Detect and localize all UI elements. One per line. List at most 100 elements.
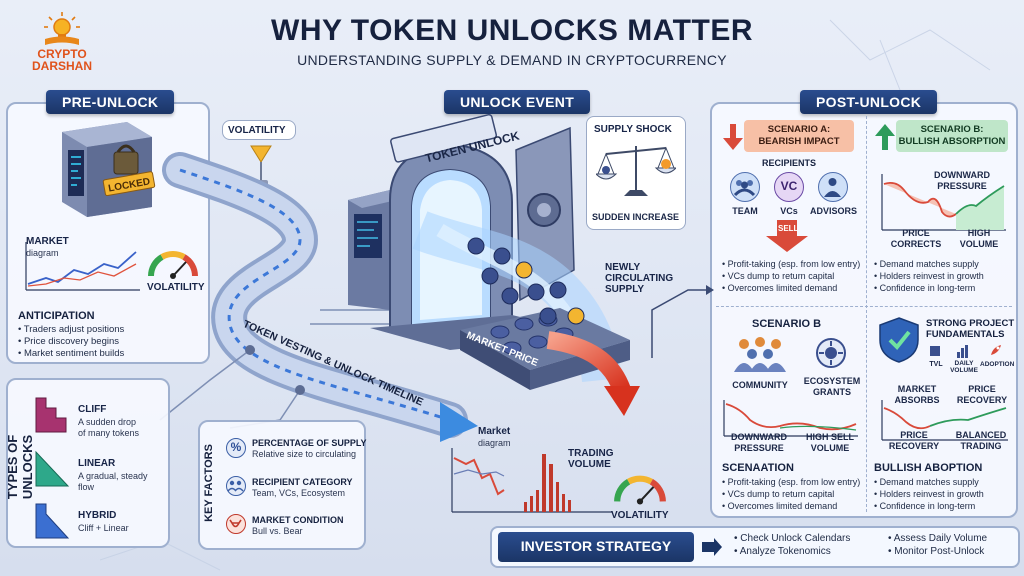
- tvl-label: TVL: [929, 361, 943, 368]
- community-label: COMMUNITY: [732, 380, 788, 390]
- scenario-a-item: VCs dump to return capital: [722, 270, 860, 282]
- linear-name: LINEAR: [78, 458, 116, 469]
- logo-line1: CRYPTO: [37, 47, 87, 61]
- recovery-line2: RECOVERY: [956, 395, 1008, 405]
- vcs-label: VCs: [780, 206, 798, 216]
- bottom-market-chart: [451, 448, 612, 513]
- b2-high-sell-line2: VOLUME: [810, 443, 850, 453]
- hybrid-icon: [35, 503, 70, 539]
- newly-line3: SUPPLY: [605, 284, 645, 295]
- downward-line1: DOWNWARD: [934, 170, 990, 180]
- post-unlock-ribbon: POST-UNLOCK: [800, 90, 938, 114]
- strategy-right-list: Assess Daily Volume Monitor Post-Unlock: [888, 532, 987, 558]
- scenario-b-list: Demand matches supply Holders reinvest i…: [874, 258, 984, 294]
- strategy-arrow: [702, 538, 722, 556]
- strong-line1: STRONG PROJECT: [926, 318, 1015, 329]
- ecosystem-line2: GRANTS: [813, 387, 851, 397]
- strong-item: Demand matches supply: [874, 476, 984, 488]
- price-corrects-line2: CORRECTS: [890, 239, 942, 249]
- strong-item: Confidence in long-term: [874, 500, 984, 512]
- strong-item: Holders reinvest in growth: [874, 488, 984, 500]
- newly-line1: NEWLY: [605, 262, 641, 273]
- rocket-icon: [991, 345, 1001, 355]
- anticipation-heading: ANTICIPATION: [18, 310, 95, 322]
- anticipation-item: Traders adjust positions: [18, 324, 125, 336]
- scenario-b2-chart: [723, 400, 858, 437]
- timeline-road: [162, 152, 478, 442]
- b2-downward-line2: PRESSURE: [734, 443, 784, 453]
- b2-downward-line1: DOWNWARD: [731, 432, 787, 442]
- supply-shock-label: SUPPLY SHOCK: [594, 124, 672, 135]
- bottom-market-sub: diagram: [478, 438, 511, 448]
- strategy-item: Check Unlock Calendars: [734, 532, 850, 545]
- factor-market-name: MARKET CONDITION: [252, 515, 344, 525]
- unlock-event-ribbon: UNLOCK EVENT: [444, 90, 591, 114]
- scenario-a-item: Overcomes limited demand: [722, 282, 860, 294]
- types-of-unlocks-panel: [6, 378, 170, 548]
- strategy-item: Assess Daily Volume: [888, 532, 987, 545]
- adoption-label: ADOPTION: [980, 361, 1015, 368]
- types-vertical-title: TYPES OF UNLOCKS: [5, 434, 35, 500]
- trading-volume-line1: TRADING: [568, 448, 614, 459]
- scenario-b2-list: Profit-taking (esp. from low entry) VCs …: [722, 476, 861, 512]
- factor-percentage-desc: Relative size to circulating: [252, 449, 357, 459]
- sell-arrow: [766, 220, 808, 252]
- factor-market-desc: Bull vs. Bear: [252, 526, 303, 536]
- cliff-desc1: A sudden drop: [78, 417, 137, 427]
- pre-volatility-label: VOLATILITY: [147, 282, 205, 293]
- sudden-increase-label: SUDDEN INCREASE: [592, 212, 680, 222]
- scenario-b-item: Confidence in long-term: [874, 282, 984, 294]
- ecosystem-line1: ECOSYSTEM: [803, 376, 861, 386]
- post-unlock-panel: [710, 102, 1018, 518]
- recovery-chart: [881, 400, 1008, 441]
- anticipation-item: Price discovery begins: [18, 336, 124, 348]
- scenario-a-list: Profit-taking (esp. from low entry) VCs …: [722, 258, 861, 294]
- bottom-volatility-gauge-icon: [614, 475, 666, 505]
- balanced-line2: TRADING: [960, 441, 1002, 451]
- logo: CRYPTO DARSHAN: [22, 10, 102, 72]
- recovery-line1: PRICE: [968, 384, 996, 394]
- key-factors-vertical-title: KEY FACTORS: [203, 444, 215, 522]
- pre-unlock-panel: [6, 102, 210, 364]
- tvl-icon: [930, 346, 940, 356]
- page-subtitle: UNDERSTANDING SUPPLY & DEMAND IN CRYPTOC…: [297, 52, 727, 68]
- absorbs-line2: ABSORBS: [894, 395, 940, 405]
- percentage-icon: %: [226, 438, 246, 458]
- scenario-b2-item: Overcomes limited demand: [722, 500, 860, 512]
- sell-label: SELL: [778, 224, 799, 233]
- scenario-a-box: [744, 120, 854, 152]
- scenario-b-chart: [881, 174, 1006, 231]
- strategy-left-list: Check Unlock Calendars Analyze Tokenomic…: [734, 532, 851, 558]
- daily-line2: VOLUME: [950, 367, 978, 374]
- scenario-b-line1: SCENARIO B:: [920, 124, 984, 135]
- anticipation-item: Market sentiment builds: [18, 348, 124, 360]
- scenario-a-item: Profit-taking (esp. from low entry): [722, 258, 861, 270]
- linear-desc1: A gradual, steady: [78, 471, 148, 481]
- downward-line2: PRESSURE: [937, 181, 987, 191]
- scenario-b2-item: Profit-taking (esp. from low entry): [722, 476, 861, 488]
- ecosystem-grants-icon: [816, 338, 846, 368]
- b2-heading: SCENAATION: [722, 462, 794, 474]
- bottom-market-title: Market: [478, 426, 511, 437]
- scenario-b2-title: SCENARIO B: [752, 318, 822, 330]
- scenario-b2-item: VCs dump to return capital: [722, 488, 860, 500]
- factor-percentage-name: PERCENTAGE OF SUPPLY: [252, 438, 367, 448]
- volatility-gauge-icon: [148, 251, 198, 279]
- cliff-desc2: of many tokens: [78, 428, 140, 438]
- high-volume-line1: HIGH: [967, 228, 991, 238]
- linear-icon: [35, 450, 70, 487]
- scenario-a-line2: BEARISH IMPACT: [758, 136, 840, 147]
- volatility-tag-label: VOLATILITY: [228, 125, 286, 136]
- bull-bear-icon: [226, 514, 246, 534]
- newly-line2: CIRCULATING: [605, 273, 674, 284]
- team-label: TEAM: [732, 206, 758, 216]
- high-volume-line2: VOLUME: [959, 239, 999, 249]
- locked-vault-icon: LOCKED: [62, 122, 156, 217]
- advisors-icon: [818, 172, 848, 202]
- bottom-volatility-label: VOLATILITY: [611, 510, 669, 521]
- anticipation-list: Traders adjust positions Price discovery…: [18, 324, 125, 360]
- pre-market-sub: diagram: [26, 248, 59, 258]
- bearish-arrow-icon: [723, 124, 743, 150]
- factor-recipient-name: RECIPIENT CATEGORY: [252, 477, 353, 487]
- strong-line2: FUNDAMENTALS: [926, 329, 1005, 340]
